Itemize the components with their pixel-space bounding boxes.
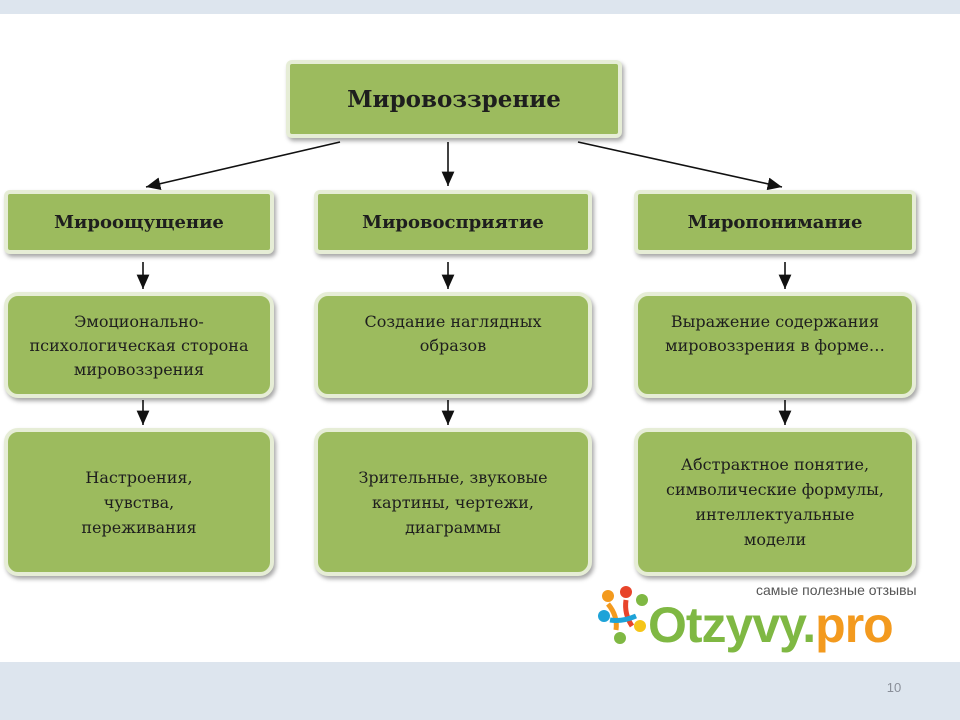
watermark-brand: Otzyvy.pro xyxy=(648,596,894,654)
title-box-world-perception: Мировосприятие xyxy=(314,190,592,254)
description-line: Выражение содержания xyxy=(670,312,880,331)
watermark-tagline: самые полезные отзывы xyxy=(756,582,917,598)
example-line: Настроения, xyxy=(85,467,193,487)
description-box-col3: Выражение содержания мировоззрения в фор… xyxy=(634,292,916,398)
arrow-root-to-col3 xyxy=(577,141,783,191)
title-label: Мироощущение xyxy=(54,211,224,233)
description-line: Эмоционально- xyxy=(74,312,204,331)
root-label: Мировоззрение xyxy=(347,85,561,113)
description-line: образов xyxy=(419,336,487,355)
title-box-world-understanding: Миропонимание xyxy=(634,190,916,254)
otzyvy-watermark: самые полезные отзывы Otzyvy.pro xyxy=(596,582,960,662)
description-line: Создание наглядных xyxy=(364,312,542,331)
example-line: Зрительные, звуковые xyxy=(358,467,548,487)
arrow-root-to-col1 xyxy=(145,141,341,190)
root-box-worldview: Мировоззрение xyxy=(286,60,622,138)
description-line: мировоззрения xyxy=(73,360,205,379)
description-line: психологическая сторона xyxy=(29,336,249,355)
brand-name-part: Otzyvy. xyxy=(648,597,816,653)
title-label: Миропонимание xyxy=(687,211,863,233)
example-line: чувства, xyxy=(103,492,175,512)
slide-page-number: 10 xyxy=(886,680,902,695)
example-line: диаграммы xyxy=(405,517,501,537)
brand-domain-part: pro xyxy=(815,597,894,653)
people-circle-logo-icon xyxy=(598,586,648,644)
top-strip xyxy=(0,0,960,14)
description-box-col1: Эмоционально- психологическая сторона ми… xyxy=(4,292,274,398)
examples-box-col3: Абстрактное понятие, символические форму… xyxy=(634,428,916,576)
title-label: Мировосприятие xyxy=(362,211,544,233)
examples-box-col2: Зрительные, звуковые картины, чертежи, д… xyxy=(314,428,592,576)
bottom-strip xyxy=(0,662,960,720)
example-line: символические формулы, xyxy=(665,480,884,499)
title-box-world-sensation: Мироощущение xyxy=(4,190,274,254)
description-line: мировоззрения в форме… xyxy=(665,336,885,355)
example-line: модели xyxy=(743,530,807,549)
description-box-col2: Создание наглядных образов xyxy=(314,292,592,398)
examples-box-col1: Настроения, чувства, переживания xyxy=(4,428,274,576)
example-line: переживания xyxy=(81,517,197,537)
example-line: Абстрактное понятие, xyxy=(680,455,870,474)
example-line: картины, чертежи, xyxy=(372,492,534,512)
example-line: интеллектуальные xyxy=(695,505,855,524)
